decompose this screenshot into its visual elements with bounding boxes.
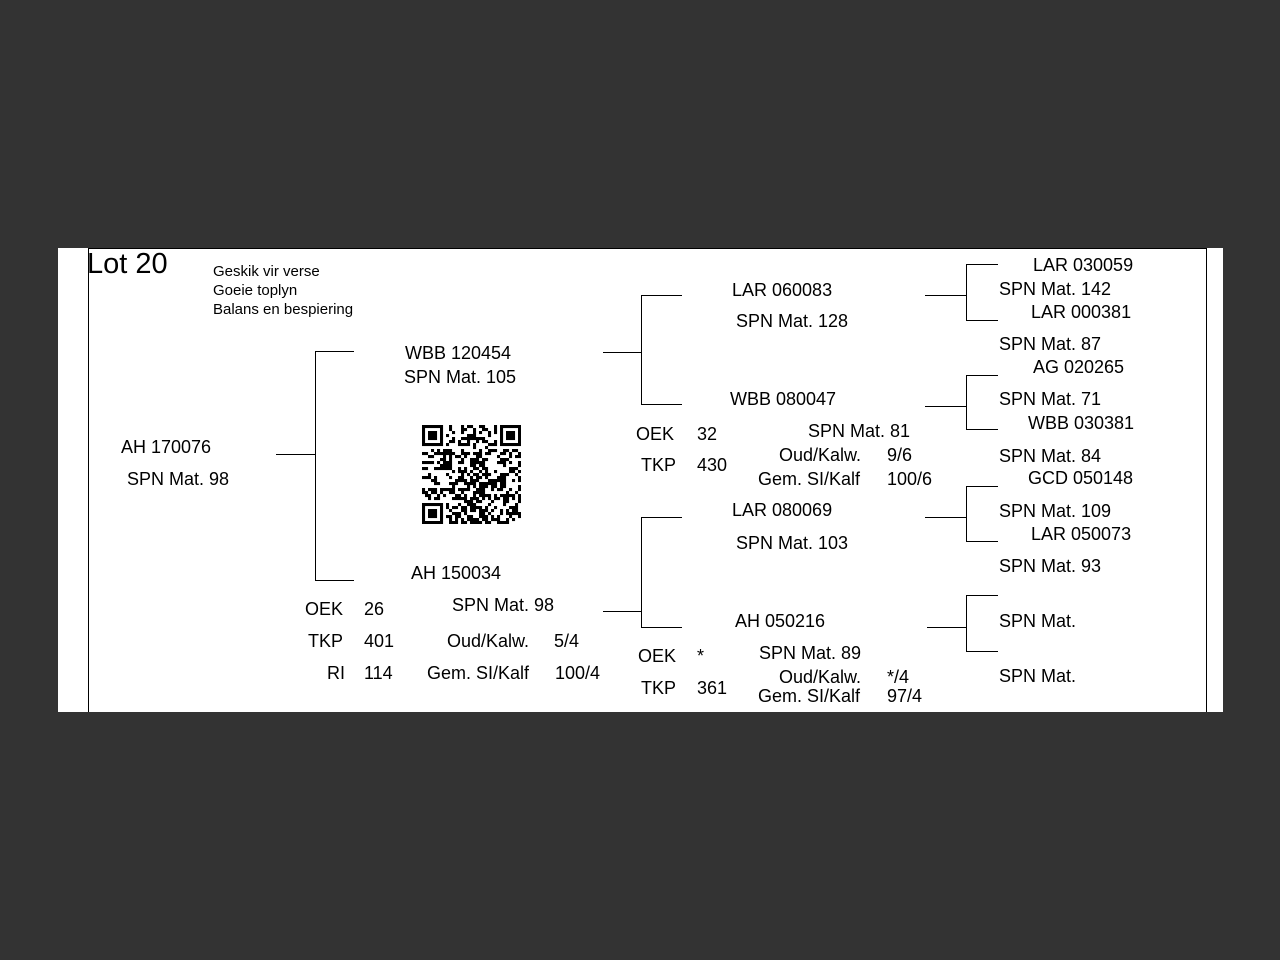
gen3-id: AG 020265	[1033, 357, 1125, 377]
dd-oek: *	[697, 646, 705, 666]
connector	[315, 580, 354, 581]
note: Goeie toplyn	[213, 282, 298, 299]
left-border	[88, 248, 89, 712]
dd-id: AH 050216	[735, 611, 826, 631]
dam-oek-label: OEK	[305, 599, 344, 619]
animal-id: AH 170076	[121, 437, 212, 457]
sd-id: WBB 080047	[730, 389, 837, 409]
dam-ri: 114	[364, 663, 393, 683]
connector	[966, 429, 998, 430]
sd-oek: 32	[697, 424, 718, 444]
connector	[315, 351, 354, 352]
dam-gem-label: Gem. SI/Kalf	[427, 663, 530, 683]
ss-id: LAR 060083	[732, 280, 833, 300]
gen3-spn: SPN Mat.	[999, 611, 1077, 631]
connector	[641, 517, 642, 627]
connector	[966, 320, 998, 321]
connector	[641, 517, 682, 518]
dd-spn: SPN Mat. 89	[759, 643, 862, 663]
connector	[966, 375, 998, 376]
gen3-spn: SPN Mat. 87	[999, 334, 1102, 354]
connector	[641, 295, 682, 296]
gen3-spn: SPN Mat. 93	[999, 556, 1102, 576]
connector	[641, 627, 682, 628]
connector	[603, 352, 641, 353]
dam-oud: 5/4	[554, 631, 580, 651]
sd-gem-label: Gem. SI/Kalf	[758, 469, 861, 489]
sd-spn: SPN Mat. 81	[808, 421, 911, 441]
dam-ri-label: RI	[327, 663, 345, 683]
connector	[315, 351, 316, 580]
pedigree-document: Lot 20 Geskik vir verse Goeie toplyn Bal…	[58, 248, 1223, 712]
lot-title: Lot 20	[87, 248, 168, 280]
note: Geskik vir verse	[213, 263, 320, 280]
dd-tkp: 361	[697, 678, 728, 698]
dd-gem: 97/4	[887, 686, 923, 706]
connector	[966, 264, 967, 320]
note: Balans en bespiering	[213, 301, 354, 318]
dam-tkp-label: TKP	[308, 631, 344, 651]
dam-gem: 100/4	[555, 663, 601, 683]
sd-oek-label: OEK	[636, 424, 675, 444]
gen3-spn: SPN Mat.	[999, 666, 1077, 686]
connector	[276, 454, 315, 455]
ds-spn: SPN Mat. 103	[736, 533, 849, 553]
sd-oud: 9/6	[887, 445, 913, 465]
dd-oud: */4	[887, 667, 910, 687]
qr-code	[422, 425, 521, 524]
gen3-spn: SPN Mat. 109	[999, 501, 1112, 521]
connector	[966, 541, 998, 542]
right-border	[1206, 248, 1207, 712]
animal-spn: SPN Mat. 98	[127, 469, 230, 489]
sd-tkp-label: TKP	[641, 455, 677, 475]
connector	[641, 404, 682, 405]
gen3-spn: SPN Mat. 84	[999, 446, 1102, 466]
connector	[925, 517, 966, 518]
connector	[927, 627, 966, 628]
gen3-id: LAR 050073	[1031, 524, 1132, 544]
dam-oud-label: Oud/Kalw.	[447, 631, 530, 651]
sd-oud-label: Oud/Kalw.	[779, 445, 862, 465]
gen3-id: GCD 050148	[1028, 468, 1134, 488]
connector	[603, 611, 641, 612]
dd-tkp-label: TKP	[641, 678, 677, 698]
connector	[966, 595, 967, 651]
dam-id: AH 150034	[411, 563, 502, 583]
dam-tkp: 401	[364, 631, 395, 651]
dd-oek-label: OEK	[638, 646, 677, 666]
connector	[966, 486, 998, 487]
ds-id: LAR 080069	[732, 500, 833, 520]
dd-gem-label: Gem. SI/Kalf	[758, 686, 861, 706]
connector	[966, 486, 967, 541]
sire-spn: SPN Mat. 105	[404, 367, 517, 387]
gen3-id: WBB 030381	[1028, 413, 1135, 433]
gen3-id: LAR 000381	[1031, 302, 1132, 322]
connector	[641, 295, 642, 404]
sire-id: WBB 120454	[405, 343, 512, 363]
connector	[925, 295, 966, 296]
connector	[966, 651, 998, 652]
dam-spn: SPN Mat. 98	[452, 595, 555, 615]
gen3-spn: SPN Mat. 142	[999, 279, 1112, 299]
connector	[966, 595, 998, 596]
dam-oek: 26	[364, 599, 385, 619]
connector	[925, 406, 966, 407]
ss-spn: SPN Mat. 128	[736, 311, 849, 331]
connector	[966, 375, 967, 429]
connector	[966, 264, 998, 265]
top-border	[88, 248, 1206, 249]
dd-oud-label: Oud/Kalw.	[779, 667, 862, 687]
gen3-spn: SPN Mat. 71	[999, 389, 1102, 409]
gen3-id: LAR 030059	[1033, 255, 1134, 275]
sd-gem: 100/6	[887, 469, 933, 489]
sd-tkp: 430	[697, 455, 728, 475]
